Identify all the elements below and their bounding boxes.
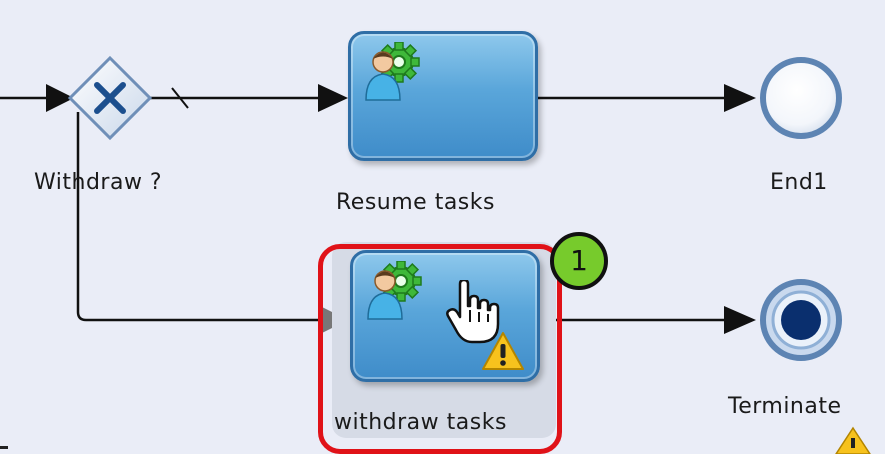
end1-event-icon[interactable] bbox=[760, 57, 842, 139]
hand-cursor-icon bbox=[446, 280, 500, 344]
sequence-flows bbox=[0, 87, 740, 322]
terminate-label: Terminate bbox=[728, 394, 842, 419]
user-gear-icon bbox=[367, 261, 422, 320]
arrowhead-resume bbox=[318, 84, 348, 112]
resume-task-label: Resume tasks bbox=[336, 190, 495, 215]
withdraw-task-label: withdraw tasks bbox=[334, 410, 507, 435]
selection-frame bbox=[318, 244, 562, 454]
flow-gateway-to-withdraw[interactable] bbox=[76, 112, 336, 322]
end1-label: End1 bbox=[770, 170, 828, 195]
user-gear-icon bbox=[365, 42, 420, 101]
terminate-event-icon[interactable] bbox=[760, 279, 842, 361]
warning-icon bbox=[482, 332, 524, 370]
resume-task[interactable] bbox=[348, 31, 538, 161]
edge-mark bbox=[0, 446, 8, 449]
gateway-label: Withdraw ? bbox=[34, 170, 163, 195]
withdraw-task[interactable] bbox=[350, 250, 540, 382]
exclusive-gateway-icon[interactable] bbox=[67, 55, 153, 141]
default-flow-marker bbox=[171, 87, 189, 109]
arrowhead-terminate bbox=[724, 306, 756, 334]
warning-icon bbox=[835, 426, 871, 454]
arrowhead-gateway bbox=[46, 84, 74, 112]
step-callout-badge: 1 bbox=[550, 232, 608, 290]
arrowhead-end1 bbox=[724, 84, 756, 112]
